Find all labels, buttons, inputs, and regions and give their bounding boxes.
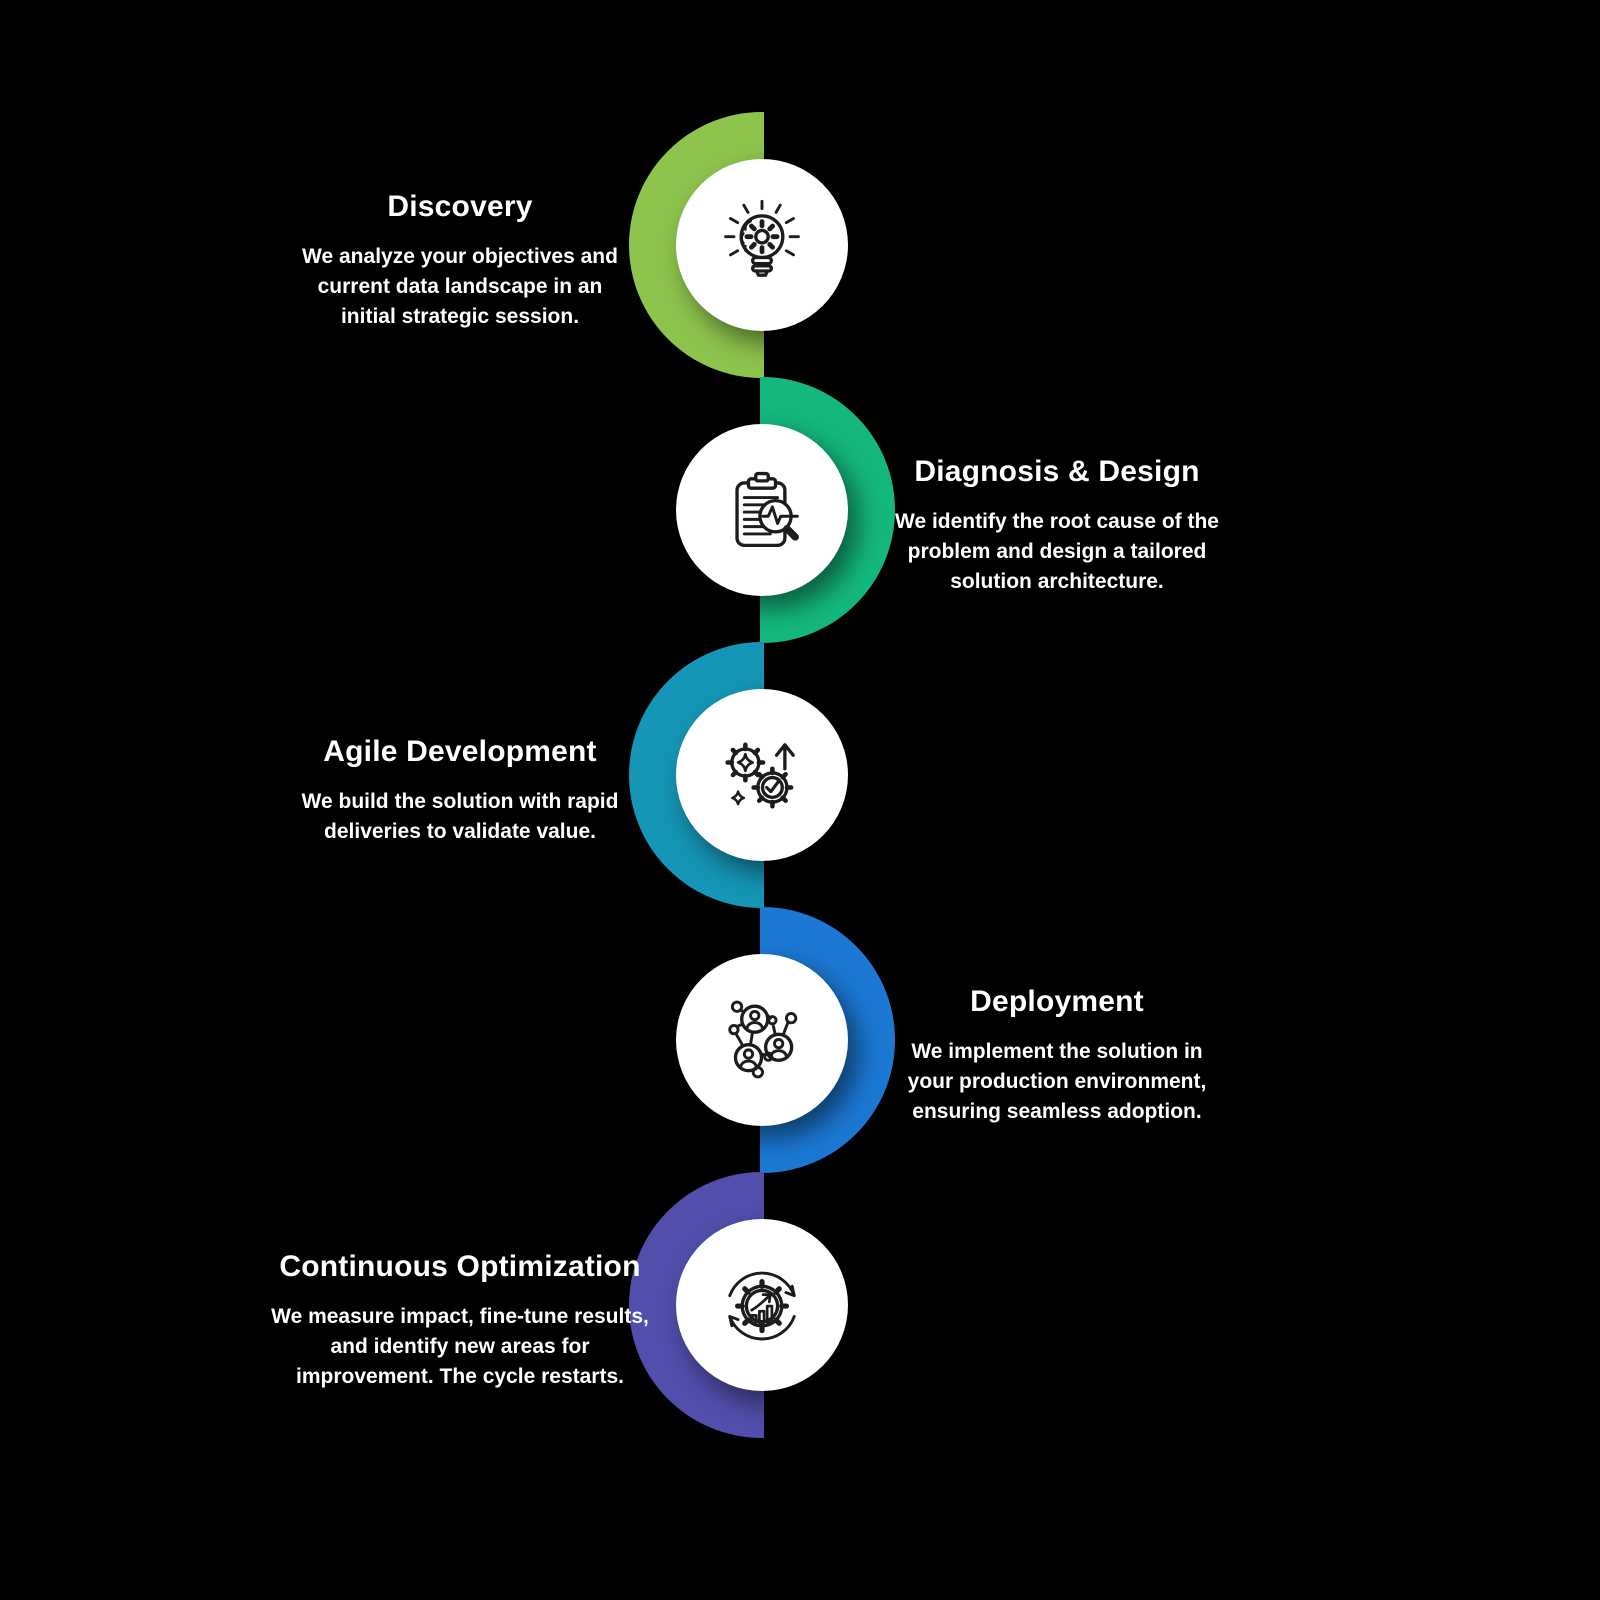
step-description-line: We implement the solution in	[911, 1040, 1203, 1063]
step-icon-circle	[676, 689, 848, 861]
step-text-block: Continuous Optimization We measure impac…	[225, 1250, 695, 1392]
step-description-line: and identify new areas for	[330, 1335, 590, 1358]
step-title: Discovery	[387, 190, 533, 223]
step-description-line: improvement. The cycle restarts.	[296, 1365, 624, 1388]
step-description-line: deliveries to validate value.	[324, 820, 596, 843]
step-description-line: We identify the root cause of the	[895, 510, 1219, 533]
step-text-block: Diagnosis & Design We identify the root …	[822, 455, 1292, 597]
clipboard-magnifier-icon	[735, 471, 799, 548]
step-description: We analyze your objectives and current d…	[225, 242, 695, 332]
step-description: We build the solution with rapid deliver…	[225, 787, 695, 847]
step-icon-circle	[676, 954, 848, 1126]
step-description-line: current data landscape in an	[317, 275, 603, 298]
step-description-line: We measure impact, fine-tune results,	[271, 1305, 649, 1328]
step-description: We identify the root cause of the proble…	[822, 507, 1292, 597]
step-title: Agile Development	[323, 735, 597, 768]
step-title: Deployment	[970, 985, 1144, 1018]
step-description-line: problem and design a tailored	[907, 540, 1207, 563]
step-title: Diagnosis & Design	[914, 455, 1200, 488]
lightbulb-brain-gear-icon	[724, 199, 800, 277]
step-icon-circle	[676, 424, 848, 596]
step-description: We implement the solution in your produc…	[822, 1037, 1292, 1127]
step-text-block: Agile Development We build the solution …	[225, 735, 695, 847]
step-icon-circle	[676, 1219, 848, 1391]
step-description-line: ensuring seamless adoption.	[912, 1100, 1202, 1123]
step-description-line: We build the solution with rapid	[301, 790, 619, 813]
step-description-line: solution architecture.	[950, 570, 1164, 593]
step-description-line: your production environment,	[907, 1070, 1207, 1093]
step-description-line: initial strategic session.	[340, 305, 580, 328]
network-people-icon	[728, 1000, 798, 1079]
step-description: We measure impact, fine-tune results, an…	[225, 1302, 695, 1392]
step-icon-circle	[676, 159, 848, 331]
step-text-block: Deployment We implement the solution in …	[822, 985, 1292, 1127]
gears-up-arrow-icon	[725, 742, 795, 809]
step-text-block: Discovery We analyze your objectives and…	[225, 190, 695, 332]
step-description-line: We analyze your objectives and	[302, 245, 618, 268]
step-title: Continuous Optimization	[279, 1250, 641, 1283]
gear-chart-cycle-icon	[728, 1271, 796, 1341]
